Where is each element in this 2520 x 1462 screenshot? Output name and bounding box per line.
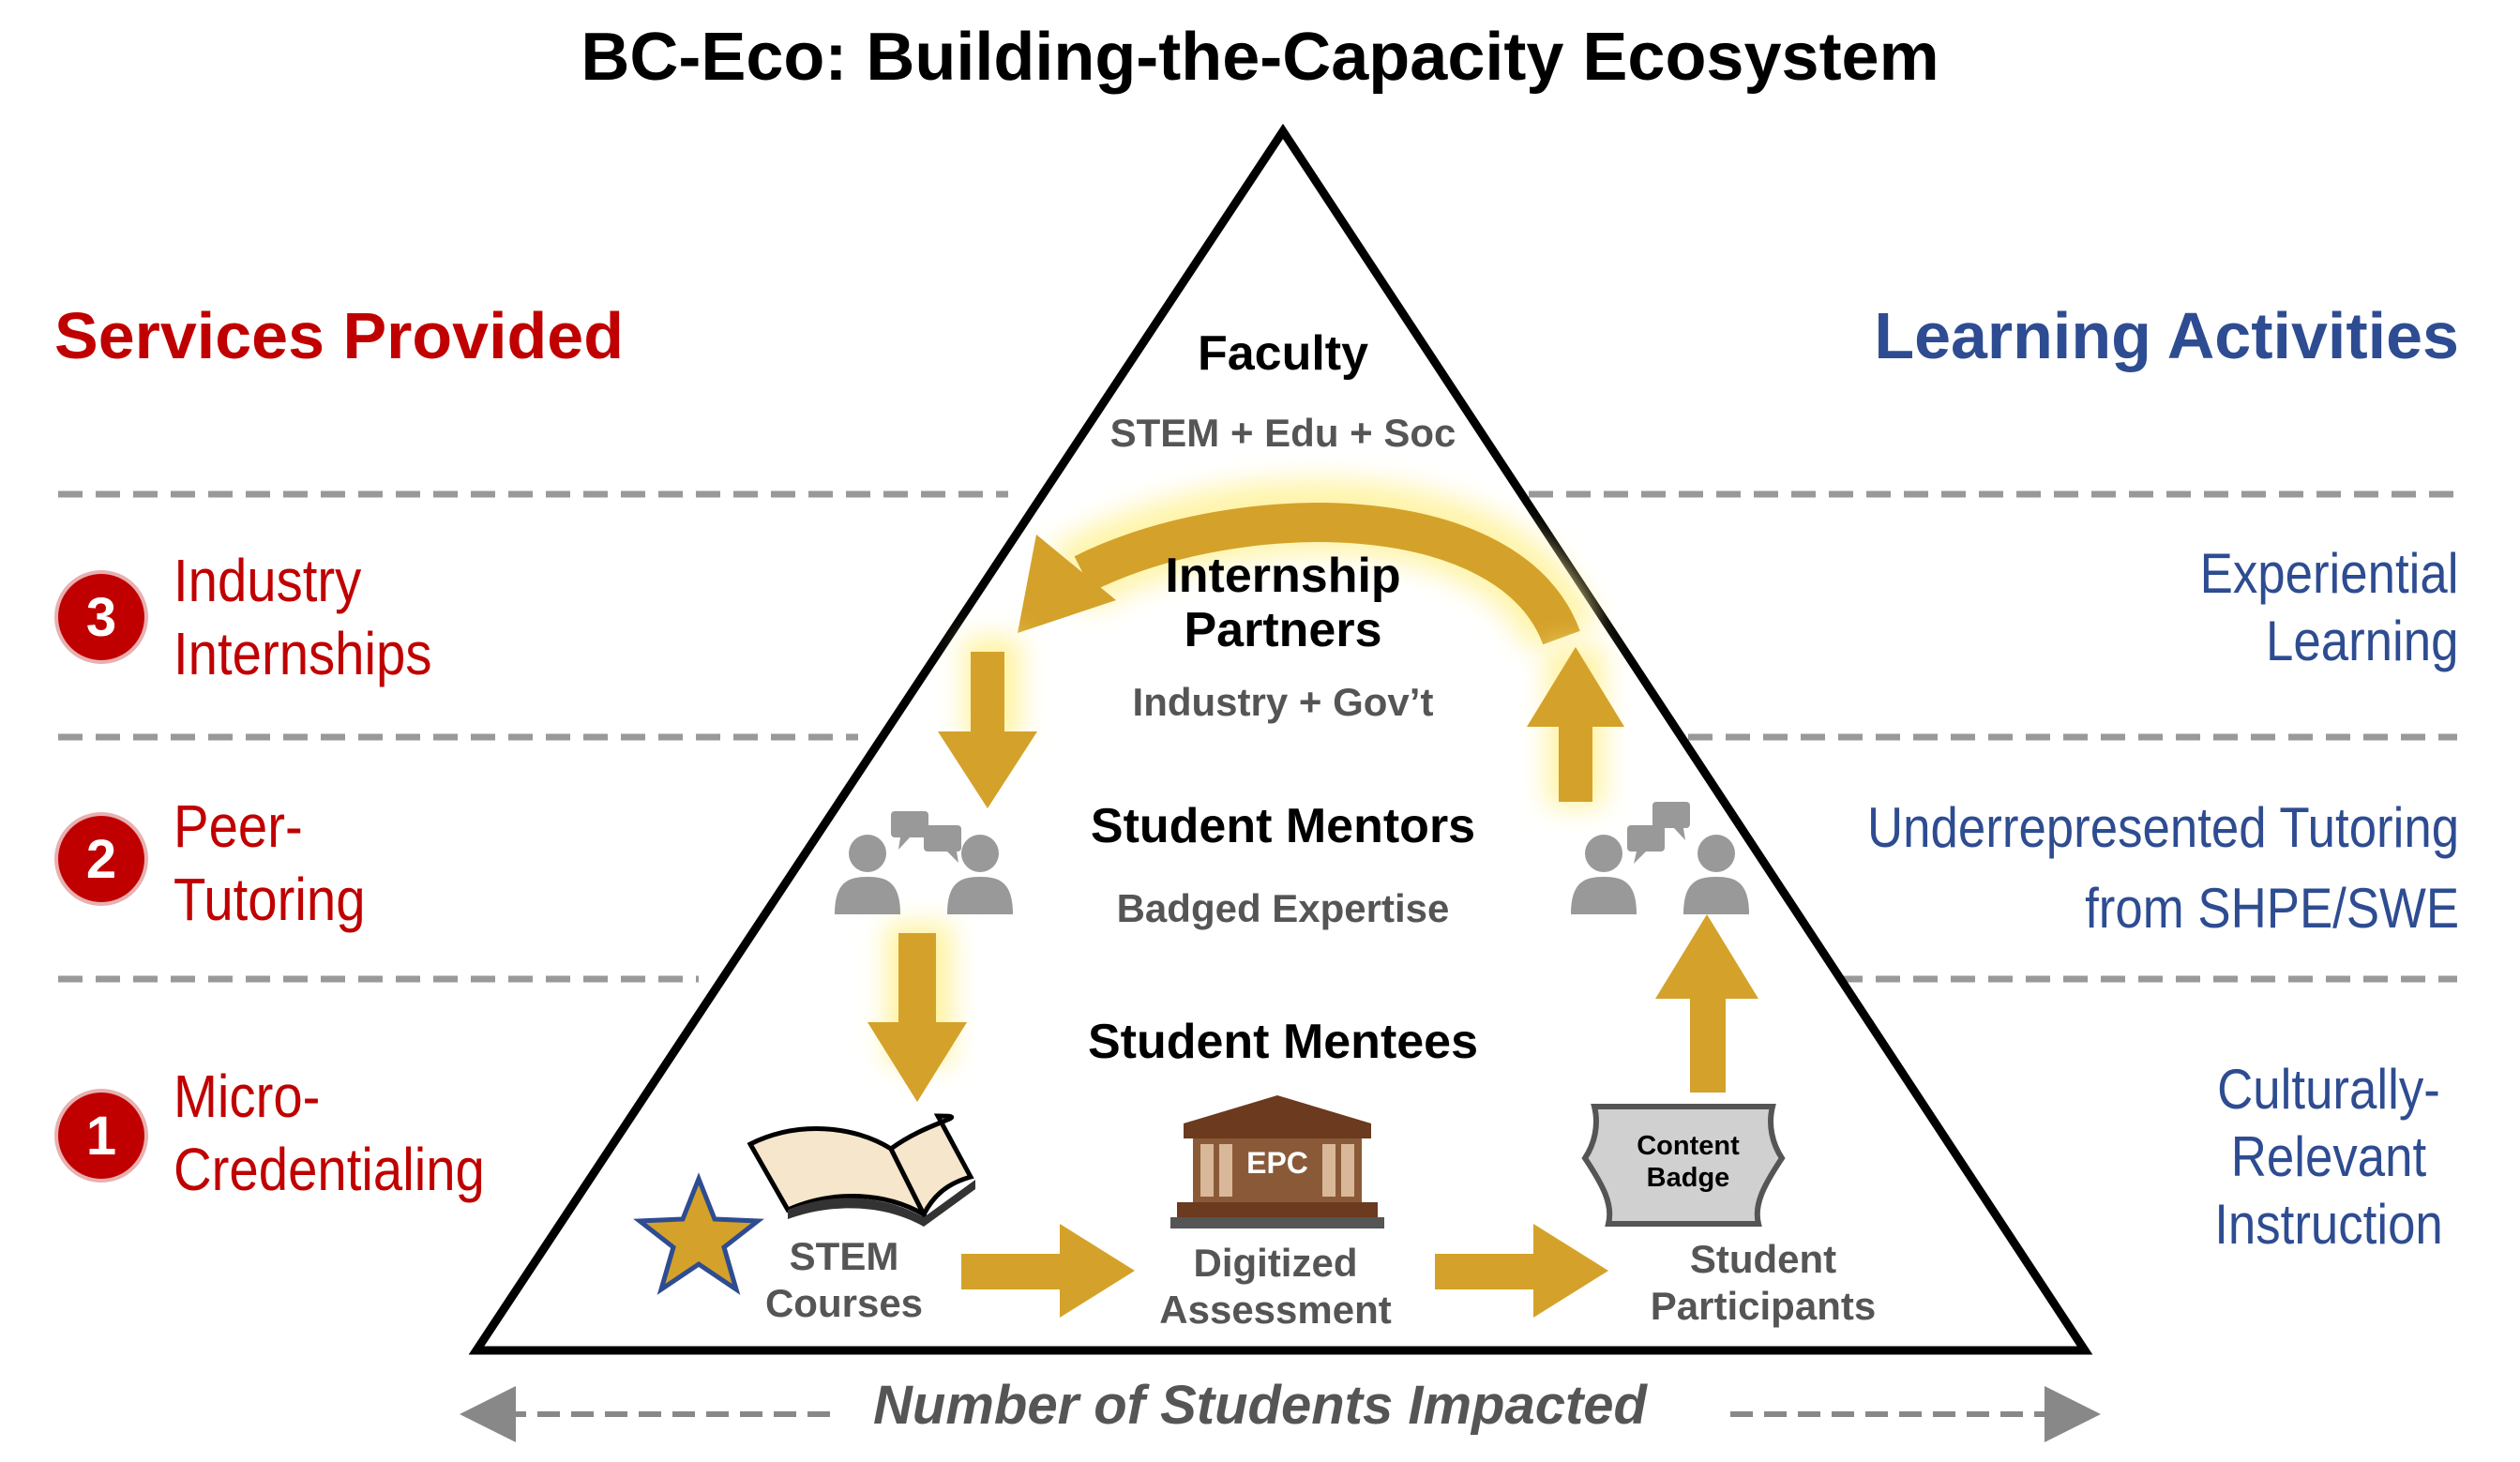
footer-label: Number of Students Impacted [873, 1375, 1647, 1436]
services-header: Services Provided [54, 299, 624, 372]
divider-lines [58, 490, 2457, 983]
service-industry-internships: Industry Internships [174, 544, 431, 690]
building-label: EPC [1246, 1146, 1308, 1180]
service-label-line: Credentialing [174, 1136, 485, 1203]
service-number-badge: 3 [58, 574, 144, 660]
activity-underrepresented-tutoring: Underrepresented Tutoring from SHPE/SWE [1867, 788, 2459, 949]
building-icon [1170, 1095, 1384, 1228]
tier-partners-line: Internship [1165, 549, 1401, 603]
node-stem-courses: STEM Courses [703, 1233, 985, 1327]
tier-partners-name: Internship Partners [1049, 549, 1517, 657]
arrow-icon [1527, 647, 1624, 806]
node-student-participants: Student Participants [1594, 1236, 1932, 1330]
tier-partners-sub: Industry + Gov’t [1132, 680, 1434, 724]
activity-label-line: Instruction [2214, 1193, 2443, 1256]
activity-label-line: Learning [2266, 610, 2459, 672]
badge-label: Content Badge [1594, 1130, 1782, 1194]
arrow-icon [1435, 1224, 1608, 1318]
arrow-icon [868, 924, 967, 1102]
node-label-line: Participants [1650, 1284, 1877, 1328]
activity-experiential-learning: Experiential Learning [2200, 540, 2459, 675]
tier-faculty-sub: STEM + Edu + Soc [1109, 411, 1456, 455]
service-label-line: Industry [174, 547, 362, 614]
node-label-line: STEM [789, 1234, 899, 1278]
people-chat-icon [1571, 802, 1749, 914]
service-label-line: Tutoring [174, 866, 366, 933]
node-label-line: Assessment [1159, 1288, 1392, 1332]
activity-culturally-relevant: Culturally- Relevant Instruction [2214, 1056, 2443, 1259]
shield-badge-icon [1581, 1104, 1786, 1227]
node-label-line: Student [1689, 1237, 1837, 1281]
tier-mentees-name: Student Mentees [1087, 1015, 1479, 1069]
activity-label-line: Experiential [2200, 542, 2459, 605]
arrow-icon [1655, 914, 1758, 1093]
service-micro-credentialing: Micro- Credentialing [174, 1060, 485, 1206]
tier-mentors-sub: Badged Expertise [1116, 886, 1450, 930]
arrow-icon [961, 1224, 1135, 1318]
curved-arrow-icon [1018, 479, 1597, 653]
star-icon [633, 1172, 764, 1295]
activities-header: Learning Activities [1874, 299, 2459, 372]
service-label-line: Peer- [174, 792, 303, 860]
activity-label-line: Relevant [2231, 1125, 2427, 1188]
service-number-badge: 1 [58, 1093, 144, 1179]
tier-faculty-name: Faculty [1197, 326, 1369, 381]
service-peer-tutoring: Peer- Tutoring [174, 790, 366, 936]
service-label-line: Internships [174, 620, 432, 687]
book-icon [747, 1113, 975, 1227]
tier-mentors-name: Student Mentors [1090, 799, 1476, 853]
pyramid [468, 123, 2093, 1355]
people-chat-icon [835, 811, 1013, 914]
activity-label-line: Underrepresented Tutoring [1866, 796, 2459, 859]
badge-label-line: Badge [1646, 1163, 1730, 1193]
tier-partners-line: Partners [1184, 603, 1382, 657]
arrow-icon [938, 638, 1037, 808]
page-title: BC-Eco: Building-the-Capacity Ecosystem [581, 20, 1939, 95]
service-label-line: Micro- [174, 1063, 321, 1130]
badge-label-line: Content [1637, 1131, 1740, 1161]
service-number-badge: 2 [58, 816, 144, 902]
activity-label-line: Culturally- [2217, 1058, 2441, 1121]
activity-label-line: from SHPE/SWE [2085, 877, 2459, 940]
node-label-line: Courses [764, 1281, 924, 1325]
node-label-line: Digitized [1193, 1241, 1358, 1285]
node-digitized-assessment: Digitized Assessment [1135, 1240, 1416, 1334]
